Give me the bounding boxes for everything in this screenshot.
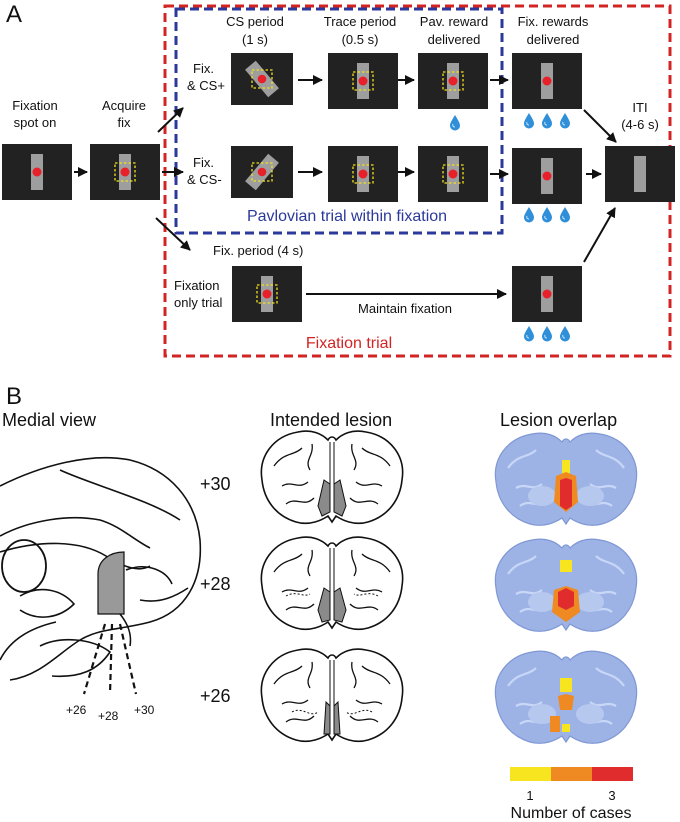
arrow-to-fixation-only <box>155 217 191 251</box>
screen-fix-rewards-cs-plus <box>512 53 582 109</box>
drop-icon-fix-r2b <box>541 206 553 223</box>
cs-period-label: CS period <box>226 14 284 29</box>
drop-icon-fix-r3b <box>541 325 553 342</box>
lesion-overlap-section-26 <box>494 650 638 745</box>
drop-icon-pav <box>449 114 461 131</box>
drop-icon-fix-r3a <box>523 325 535 342</box>
arrow-r1-to-iti <box>583 109 617 143</box>
fix-cs-plus-label-2: & CS+ <box>187 78 225 93</box>
screen-cs-minus <box>231 146 293 198</box>
screen-fixation-only <box>231 265 303 323</box>
trace-period-duration: (0.5 s) <box>342 32 379 47</box>
lesion-overlap-section-28 <box>494 538 638 633</box>
screen-trace-cs-plus <box>327 52 399 110</box>
drop-icon-fix-r3c <box>559 325 571 342</box>
fixation-only-label-2: only trial <box>174 295 223 310</box>
medial-dash-30 <box>118 623 138 695</box>
legend-tick-3: 3 <box>608 788 615 803</box>
level-label-28: +28 <box>200 574 231 594</box>
fix-rewards-label: Fix. rewards <box>518 14 589 29</box>
pav-reward-label: Pav. reward <box>420 14 488 29</box>
trace-period-label: Trace period <box>324 14 397 29</box>
maintain-fixation-label: Maintain fixation <box>358 301 452 316</box>
legend-swatch-1 <box>510 767 551 781</box>
fix-cs-plus-label: Fix. <box>193 61 214 76</box>
medial-level-28: +28 <box>98 709 119 723</box>
medial-dash-26 <box>82 623 107 695</box>
iti-label: ITI <box>632 100 647 115</box>
acquire-fix-label-2: fix <box>118 115 132 130</box>
panel-a-letter: A <box>6 1 22 28</box>
medial-view-title: Medial view <box>2 410 97 430</box>
screen-pav-cs-minus <box>417 145 489 203</box>
intended-lesion-section-30 <box>260 430 404 525</box>
fix-rewards-delivered: delivered <box>527 32 580 47</box>
level-label-26: +26 <box>200 686 231 706</box>
cs-period-duration: (1 s) <box>242 32 268 47</box>
fixation-spot-on-label-2: spot on <box>14 115 57 130</box>
fixation-spot-on-label: Fixation <box>12 98 58 113</box>
screen-fix-rewards-only <box>512 266 582 322</box>
medial-view-brain <box>0 456 202 681</box>
legend-tick-1: 1 <box>526 788 533 803</box>
intended-lesion-title: Intended lesion <box>270 410 392 430</box>
medial-level-26: +26 <box>66 703 87 717</box>
fixation-trial-label: Fixation trial <box>306 335 392 352</box>
drop-icon-fix-r2a <box>523 206 535 223</box>
fix-cs-minus-label: Fix. <box>193 155 214 170</box>
screen-pav-reward-cs-plus <box>417 52 489 110</box>
pavlovian-box <box>174 7 504 235</box>
medial-lesion-region <box>97 551 125 615</box>
legend-swatch-3 <box>592 767 633 781</box>
screen-fixation-spot-on <box>2 144 72 200</box>
lesion-overlap-section-30 <box>494 432 638 527</box>
screen-acquire-fix <box>89 143 161 201</box>
intended-lesion-section-26 <box>260 648 404 743</box>
drop-icon-fix-r2c <box>559 206 571 223</box>
iti-duration: (4-6 s) <box>621 117 659 132</box>
legend-swatch-2 <box>551 767 592 781</box>
level-label-30: +30 <box>200 474 231 494</box>
drop-icon-fix-r1c <box>559 112 571 129</box>
legend-title: Number of cases <box>511 805 632 822</box>
intended-lesion-section-28 <box>260 536 404 631</box>
medial-eye-shape <box>1 539 47 593</box>
acquire-fix-label: Acquire <box>102 98 146 113</box>
pavlovian-trial-label: Pavlovian trial within fixation <box>247 208 447 225</box>
screen-cs-plus <box>231 53 293 105</box>
arrow-to-cs-plus <box>157 107 184 133</box>
panel-b-letter: B <box>6 383 22 410</box>
fixation-only-label: Fixation <box>174 278 220 293</box>
arrow-r3-to-iti <box>583 207 616 263</box>
pav-reward-delivered: delivered <box>428 32 481 47</box>
drop-icon-fix-r1b <box>541 112 553 129</box>
lesion-overlap-title: Lesion overlap <box>500 410 617 430</box>
fix-period-label: Fix. period (4 s) <box>213 243 303 258</box>
screen-iti <box>605 146 675 202</box>
screen-trace-cs-minus <box>327 145 399 203</box>
fix-cs-minus-label-2: & CS- <box>187 172 222 187</box>
drop-icon-fix-r1a <box>523 112 535 129</box>
screen-fix-rewards-cs-minus <box>512 148 582 204</box>
medial-level-30: +30 <box>134 703 155 717</box>
medial-dash-28 <box>108 623 114 695</box>
